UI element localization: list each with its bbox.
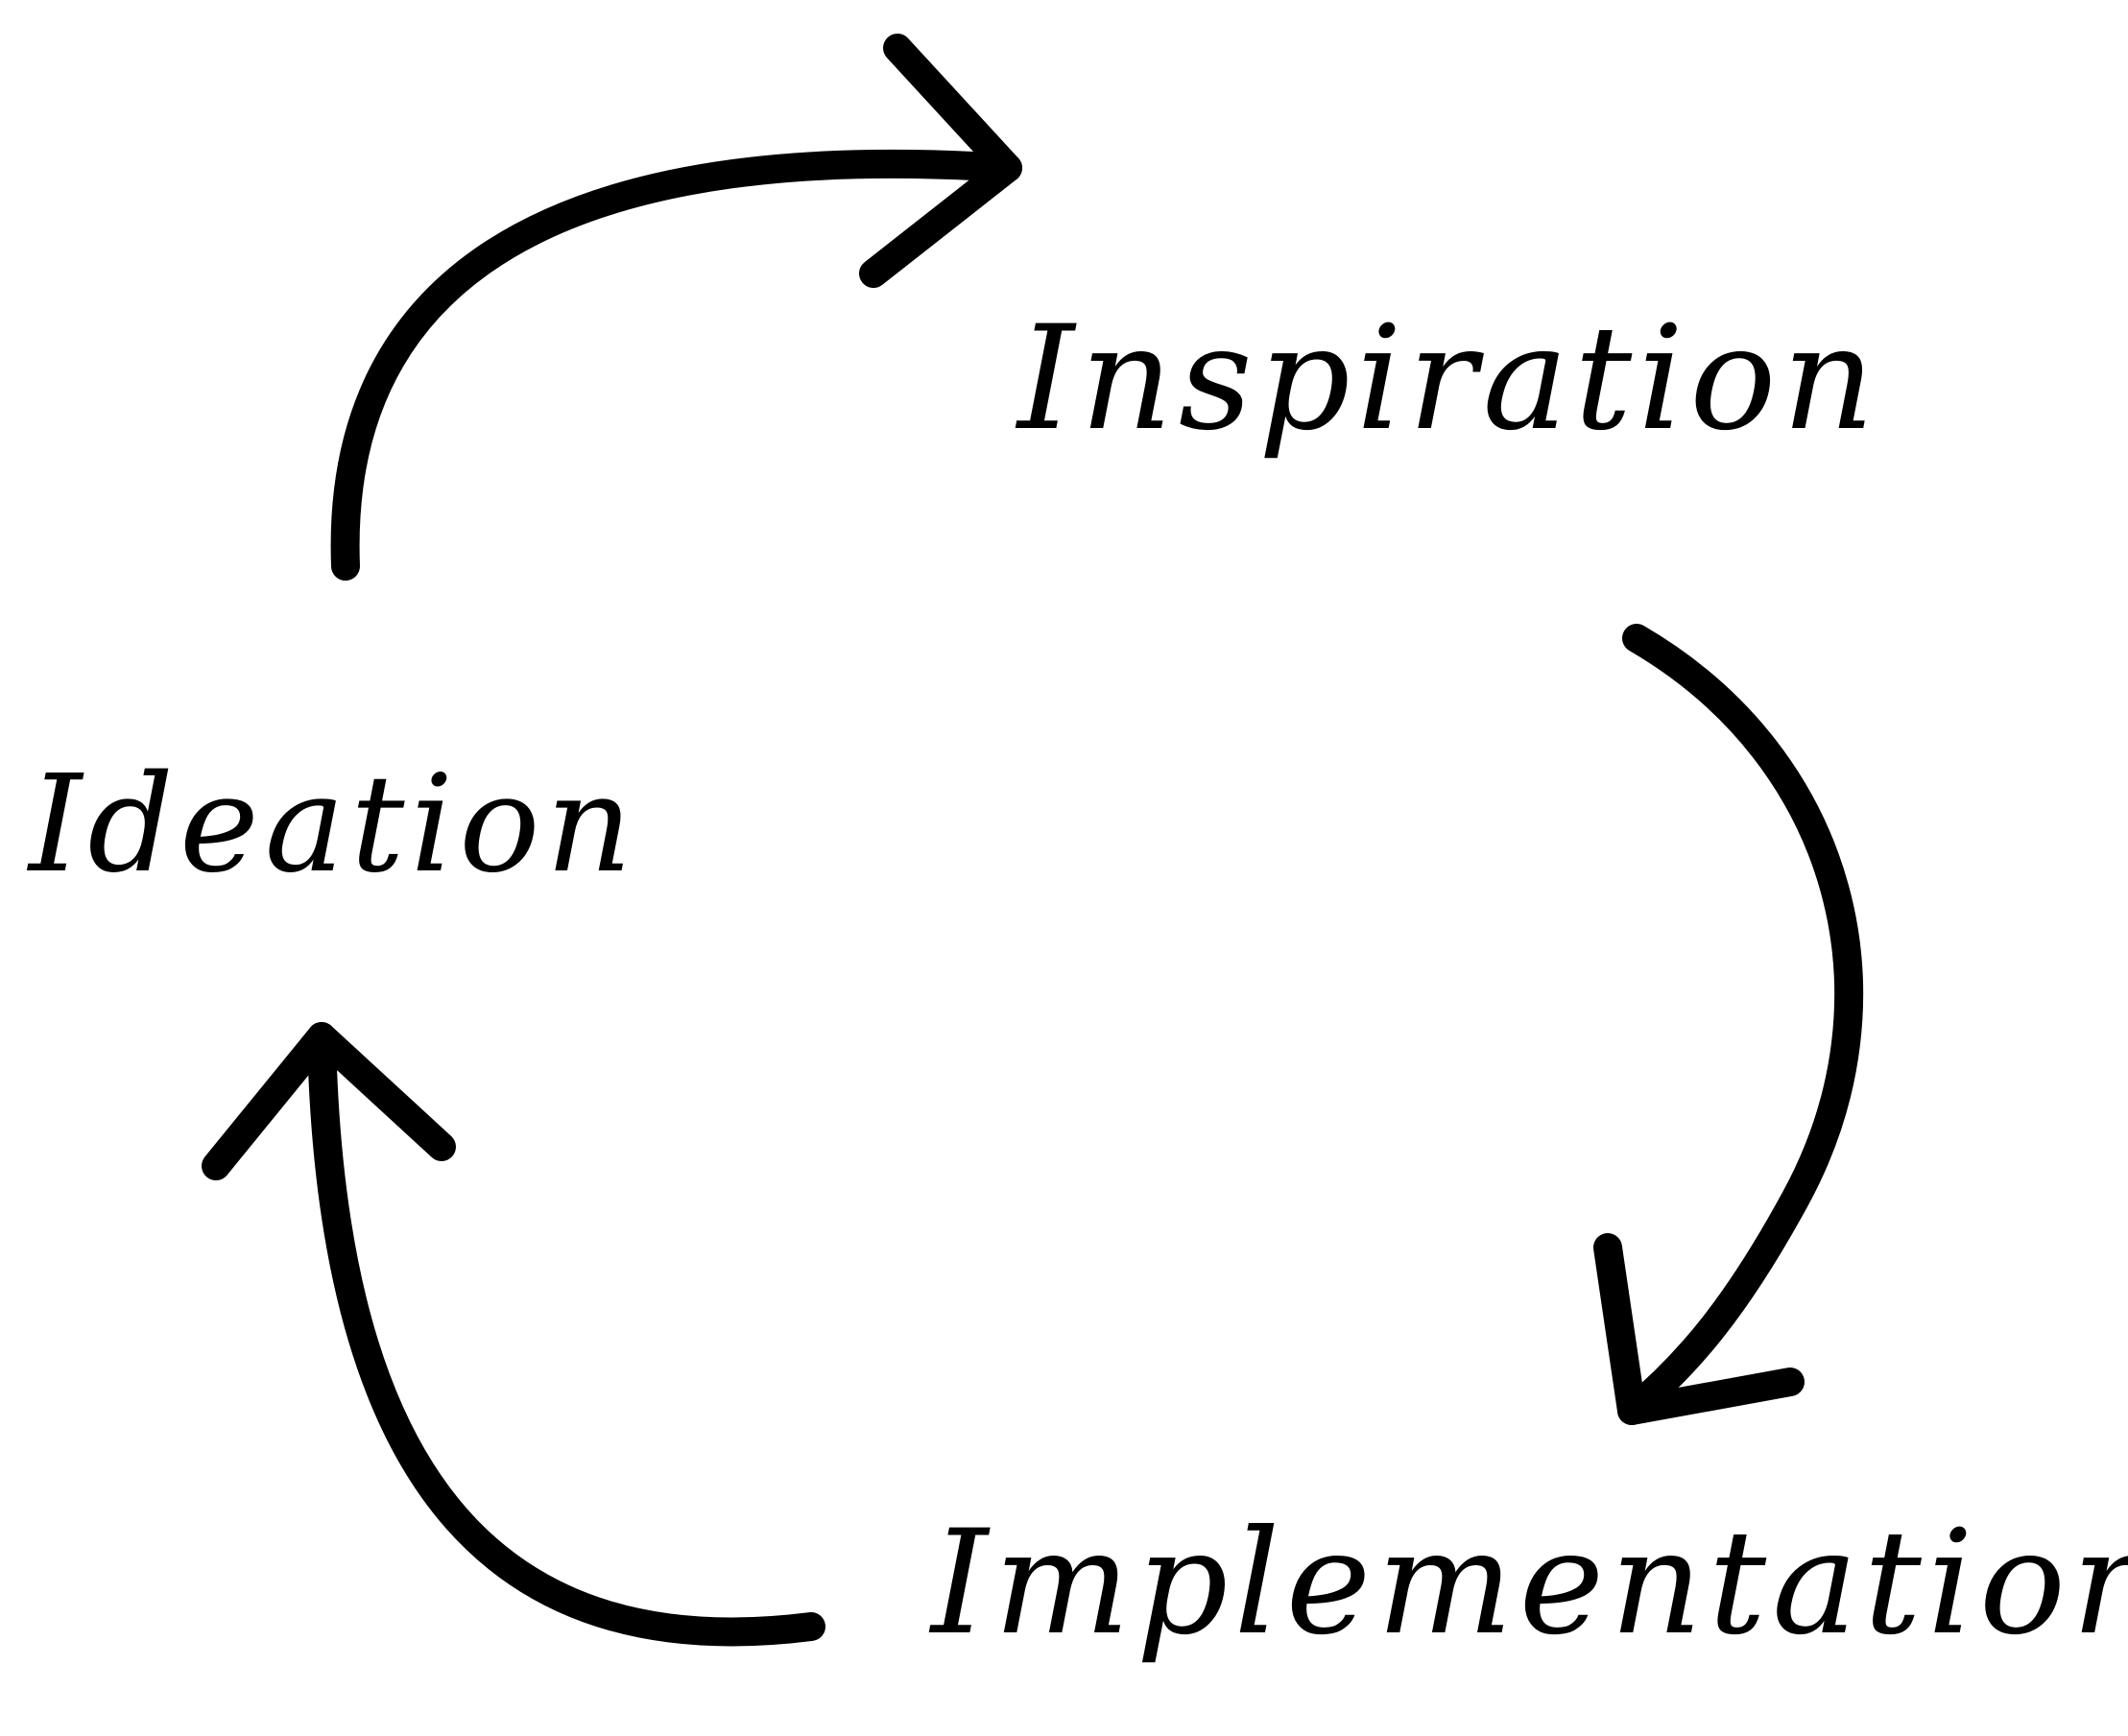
arrow-shaft — [307, 1022, 825, 1647]
stage-label-implementation: Implementation — [931, 1500, 2128, 1667]
arrow-shaft — [330, 149, 1022, 581]
arrow-head — [859, 34, 1022, 288]
arrow-shaft — [1617, 624, 1864, 1425]
stage-label-inspiration: Inspiration — [1017, 296, 1881, 463]
arrow-ideation-to-inspiration — [330, 34, 1022, 581]
arrow-implementation-to-ideation — [202, 1022, 825, 1647]
arrow-inspiration-to-implementation — [1593, 624, 1864, 1425]
arrow-head — [1593, 1233, 1805, 1425]
arrow-head — [202, 1022, 456, 1180]
stage-label-ideation: Ideation — [29, 747, 638, 903]
